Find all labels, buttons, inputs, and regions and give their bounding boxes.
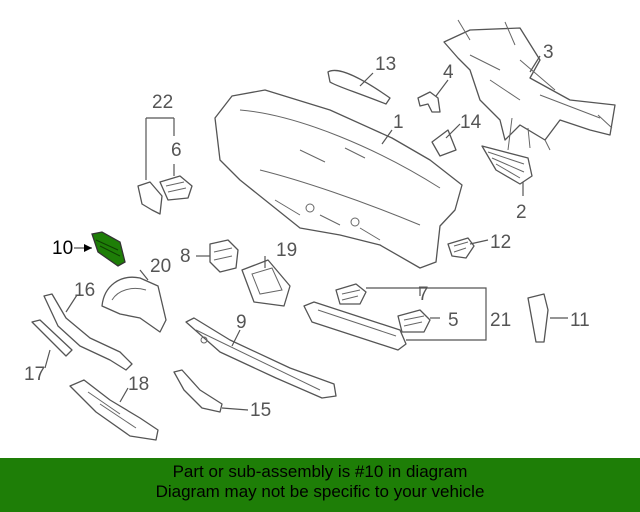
part-5-center-vent-right [397, 309, 431, 333]
label-16: 16 [74, 280, 95, 301]
leader-lines [44, 55, 568, 411]
part-21-vent-duct-assembly [303, 301, 407, 351]
banner-line-2: Diagram may not be specific to your vehi… [155, 482, 485, 501]
part-3-crossmember-frame [443, 19, 616, 151]
label-15: 15 [250, 400, 271, 421]
part-11-end-cover [527, 293, 549, 343]
part-9-center-garnish [185, 317, 337, 399]
info-banner: Part or sub-assembly is #10 in diagram D… [0, 458, 640, 512]
label-6: 6 [171, 140, 182, 161]
label-3: 3 [543, 42, 554, 63]
label-18: 18 [128, 374, 149, 395]
label-14: 14 [460, 112, 482, 133]
label-2: 2 [516, 202, 527, 223]
label-1: 1 [393, 112, 404, 133]
label-5: 5 [448, 310, 459, 331]
label-4: 4 [443, 62, 454, 83]
part-2-defroster-grille [481, 145, 533, 185]
label-21: 21 [490, 310, 511, 331]
part-17-side-strip [31, 319, 73, 357]
label-13: 13 [375, 54, 396, 75]
label-11: 11 [570, 310, 590, 331]
part-1-instrument-panel [214, 89, 463, 269]
label-22: 22 [152, 92, 173, 113]
part-18-knee-panel [69, 379, 159, 441]
part-13-upper-trim [327, 69, 391, 105]
label-19: 19 [276, 240, 297, 261]
label-10: 10 [52, 238, 73, 259]
label-17: 17 [24, 364, 45, 385]
part-12-center-vent [447, 237, 475, 259]
part-10-highlighted [91, 231, 126, 267]
part-15-lower-garnish [173, 369, 223, 413]
part-6-side-vent [159, 175, 193, 201]
parts-diagram: 13 4 3 1 14 2 22 6 10 8 19 20 12 16 7 5 … [24, 19, 616, 441]
part-19-switch-bezel [241, 259, 291, 307]
part-14-end-panel [431, 129, 457, 157]
part-7-center-vent-left [335, 283, 367, 305]
part-8-vent-duct [209, 239, 239, 273]
part-4-bracket [417, 91, 441, 113]
part-20-cluster-hood [101, 276, 167, 333]
label-9: 9 [236, 312, 247, 333]
part-22-side-vent-bracket [137, 181, 163, 215]
label-20: 20 [150, 256, 171, 277]
label-8: 8 [180, 246, 191, 267]
banner-line-1: Part or sub-assembly is #10 in diagram [172, 462, 468, 481]
label-7: 7 [418, 284, 429, 305]
part-16-lower-trim [43, 293, 133, 371]
label-12: 12 [490, 232, 511, 253]
